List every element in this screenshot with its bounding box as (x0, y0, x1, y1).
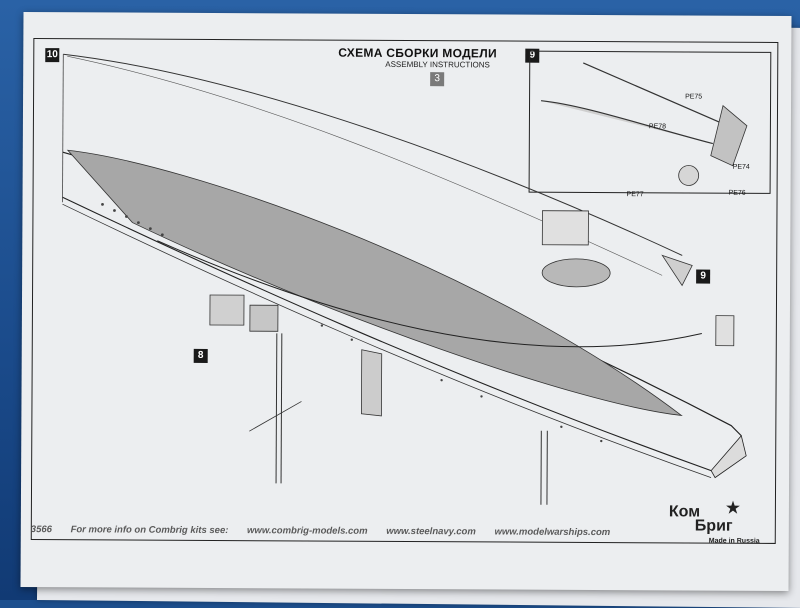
footer-url-modelwarships: www.modelwarships.com (494, 526, 611, 539)
logo-line-2: Бриг (694, 517, 733, 535)
kit-code: 3566 (30, 524, 52, 536)
part-label-pe75: PE75 (685, 93, 703, 101)
part-label-pe77: PE77 (626, 191, 644, 199)
deck-area (66, 149, 683, 416)
part-label-pe74: PE74 (732, 163, 750, 171)
made-in-label: Made in Russia (708, 537, 760, 545)
star-icon: ★ (724, 497, 742, 518)
part-label-pe78: PE78 (648, 123, 667, 131)
hull-drawing (62, 53, 748, 505)
footer-info: For more info on Combrig kits see: (70, 524, 229, 537)
instruction-sheet: СХЕМА СБОРКИ МОДЕЛИ ASSEMBLY INSTRUCTION… (20, 11, 792, 592)
combrig-logo: Ком ★ Бриг Made in Russia (669, 498, 761, 545)
part-label-pe76: PE76 (728, 189, 746, 197)
footer-bar: 3566 For more info on Combrig kits see: … (31, 524, 651, 545)
footer-url-steelnavy: www.steelnavy.com (386, 525, 476, 538)
footer-url-combrig: www.combrig-models.com (247, 525, 368, 537)
